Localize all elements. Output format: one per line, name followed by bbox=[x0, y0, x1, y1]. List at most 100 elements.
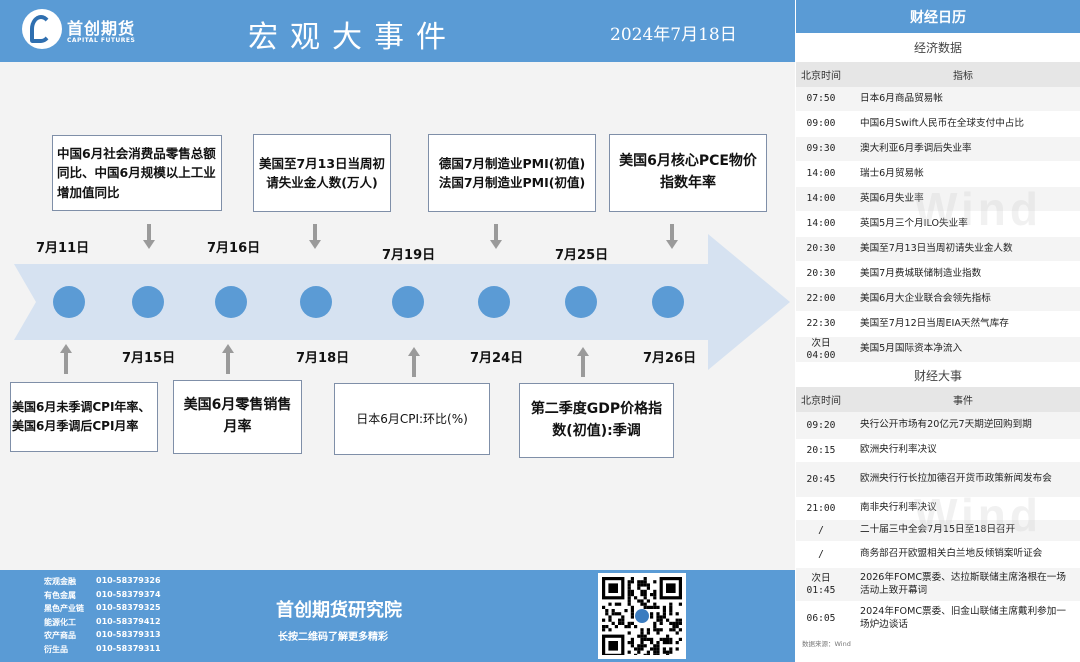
logo-name-cn: 首创期货 bbox=[67, 19, 136, 38]
event-box-top-2: 美国至7月13日当周初请失业金人数(万人) bbox=[253, 134, 391, 212]
data-source: 数据来源：Wind bbox=[802, 640, 851, 648]
row-time: 09:00 bbox=[806, 118, 836, 129]
timeline-dot bbox=[478, 286, 510, 318]
row-item: 央行公开市场有20亿元7天期逆回购到期 bbox=[860, 419, 1032, 431]
logo-swirl-icon bbox=[22, 9, 62, 49]
events-table: 09:20 央行公开市场有20亿元7天期逆回购到期 20:15 欧洲央行利率决议 20:… bbox=[796, 412, 1080, 636]
row-item: 商务部召开欧盟相关白兰地反倾销案听证会 bbox=[860, 548, 1043, 560]
row-item: 英国5月三个月ILO失业率 bbox=[860, 217, 968, 229]
table-row: 09:30 澳大利亚6月季调后失业率 bbox=[796, 137, 1080, 162]
row-time: 20:15 bbox=[806, 444, 836, 456]
row-time: 次日 04:00 bbox=[806, 337, 836, 361]
event-box-bottom-1: 美国6月未季调CPI年率、美国6月季调后CPI月率 bbox=[10, 382, 158, 452]
row-time: 20:30 bbox=[806, 268, 836, 279]
qr-code-icon[interactable] bbox=[598, 573, 686, 659]
row-item: 美国7月费城联储制造业指数 bbox=[860, 267, 982, 279]
table-row: 22:00 美国6月大企业联合会领先指标 bbox=[796, 287, 1080, 312]
row-time: 22:30 bbox=[806, 318, 836, 329]
timeline-dot bbox=[652, 286, 684, 318]
date-label-bottom: 7月24日 bbox=[470, 351, 524, 366]
macro-events-panel: 首创期货 CAPITAL FUTURES 宏观大事件 2024年7月18日 中国… bbox=[0, 0, 795, 662]
row-item: 欧洲央行利率决议 bbox=[860, 444, 937, 456]
row-item: 英国6月失业率 bbox=[860, 192, 924, 204]
row-time: 21:00 bbox=[806, 502, 836, 514]
col-item-header: 指标 bbox=[953, 71, 973, 82]
row-time: 20:45 bbox=[806, 473, 836, 485]
row-item: 澳大利亚6月季调后失业率 bbox=[860, 142, 972, 154]
row-time: / bbox=[818, 548, 824, 560]
table-row: / 二十届三中全会7月15日至18日召开 bbox=[796, 520, 1080, 542]
row-item: 瑞士6月贸易帐 bbox=[860, 167, 924, 179]
row-time: 09:20 bbox=[806, 419, 836, 431]
down-arrow-icon bbox=[666, 224, 678, 250]
col-event-header: 事件 bbox=[953, 396, 973, 407]
date-label-bottom: 7月15日 bbox=[122, 351, 176, 366]
row-item: 美国5月国际资本净流入 bbox=[860, 343, 963, 355]
row-time: 07:50 bbox=[806, 93, 836, 104]
timeline-dot bbox=[215, 286, 247, 318]
qr-hint: 长按二维码了解更多精彩 bbox=[278, 632, 388, 643]
table-row: 21:00 南非央行利率决议 bbox=[796, 498, 1080, 520]
table-row: 14:00 英国6月失业率 bbox=[796, 187, 1080, 212]
event-box-top-3: 德国7月制造业PMI(初值) 法国7月制造业PMI(初值) bbox=[428, 134, 596, 212]
row-item: 二十届三中全会7月15日至18日召开 bbox=[860, 524, 1016, 536]
timeline-dot bbox=[53, 286, 85, 318]
event-box-top-4: 美国6月核心PCE物价指数年率 bbox=[609, 134, 767, 212]
table-row: 20:45 欧洲央行行长拉加德召开货币政策新闻发布会 bbox=[796, 462, 1080, 498]
institute-name: 首创期货研究院 bbox=[276, 600, 402, 621]
down-arrow-icon bbox=[143, 224, 155, 250]
row-item: 2026年FOMC票委、达拉斯联储主席洛根在一场活动上致开幕词 bbox=[860, 572, 1066, 596]
date-label-top: 7月25日 bbox=[555, 248, 609, 263]
timeline-dot bbox=[565, 286, 597, 318]
row-item: 美国至7月12日当周EIA天然气库存 bbox=[860, 317, 1009, 329]
report-date: 2024年7月18日 bbox=[610, 25, 737, 45]
row-time: 次日 01:45 bbox=[806, 572, 836, 596]
company-logo[interactable]: 首创期货 CAPITAL FUTURES bbox=[22, 9, 152, 49]
timeline-dot bbox=[300, 286, 332, 318]
row-item: 美国至7月13日当周初请失业金人数 bbox=[860, 242, 1013, 254]
econ-table-header: 北京时间 指标 bbox=[796, 62, 1080, 87]
row-item: 美国6月大企业联合会领先指标 bbox=[860, 292, 991, 304]
events-table-header: 北京时间 事件 bbox=[796, 387, 1080, 412]
date-label-bottom: 7月18日 bbox=[296, 351, 350, 366]
row-time: 14:00 bbox=[806, 193, 836, 204]
page-title: 宏观大事件 bbox=[248, 20, 458, 55]
header-bar: 首创期货 CAPITAL FUTURES 宏观大事件 2024年7月18日 bbox=[0, 0, 795, 62]
date-label-top: 7月16日 bbox=[207, 241, 261, 256]
timeline-dot bbox=[392, 286, 424, 318]
down-arrow-icon bbox=[309, 224, 321, 250]
up-arrow-icon bbox=[222, 344, 234, 374]
logo-name-en: CAPITAL FUTURES bbox=[67, 37, 136, 44]
up-arrow-icon bbox=[408, 347, 420, 377]
col-time-header: 北京时间 bbox=[801, 396, 841, 407]
row-item: 2024年FOMC票委、旧金山联储主席戴利参加一场炉边谈话 bbox=[860, 606, 1066, 630]
row-time: 14:00 bbox=[806, 218, 836, 229]
table-row: 09:20 央行公开市场有20亿元7天期逆回购到期 bbox=[796, 412, 1080, 440]
row-time: 14:00 bbox=[806, 168, 836, 179]
col-time-header: 北京时间 bbox=[801, 71, 841, 82]
row-time: 22:00 bbox=[806, 293, 836, 304]
event-box-bottom-3: 日本6月CPI:环比(%) bbox=[334, 383, 490, 455]
row-time: / bbox=[818, 524, 824, 536]
table-row: 20:30 美国7月费城联储制造业指数 bbox=[796, 262, 1080, 287]
table-row: 次日 01:45 2026年FOMC票委、达拉斯联储主席洛根在一场活动上致开幕词 bbox=[796, 568, 1080, 602]
row-item: 南非央行利率决议 bbox=[860, 502, 937, 514]
table-row: 22:30 美国至7月12日当周EIA天然气库存 bbox=[796, 312, 1080, 337]
row-time: 09:30 bbox=[806, 143, 836, 154]
row-item: 中国6月Swift人民币在全球支付中占比 bbox=[860, 117, 1024, 129]
timeline-dot bbox=[132, 286, 164, 318]
events-section-title: 财经大事 bbox=[796, 363, 1080, 387]
event-box-bottom-4: 第二季度GDP价格指数(初值):季调 bbox=[519, 383, 674, 458]
row-item: 欧洲央行行长拉加德召开货币政策新闻发布会 bbox=[860, 473, 1052, 485]
